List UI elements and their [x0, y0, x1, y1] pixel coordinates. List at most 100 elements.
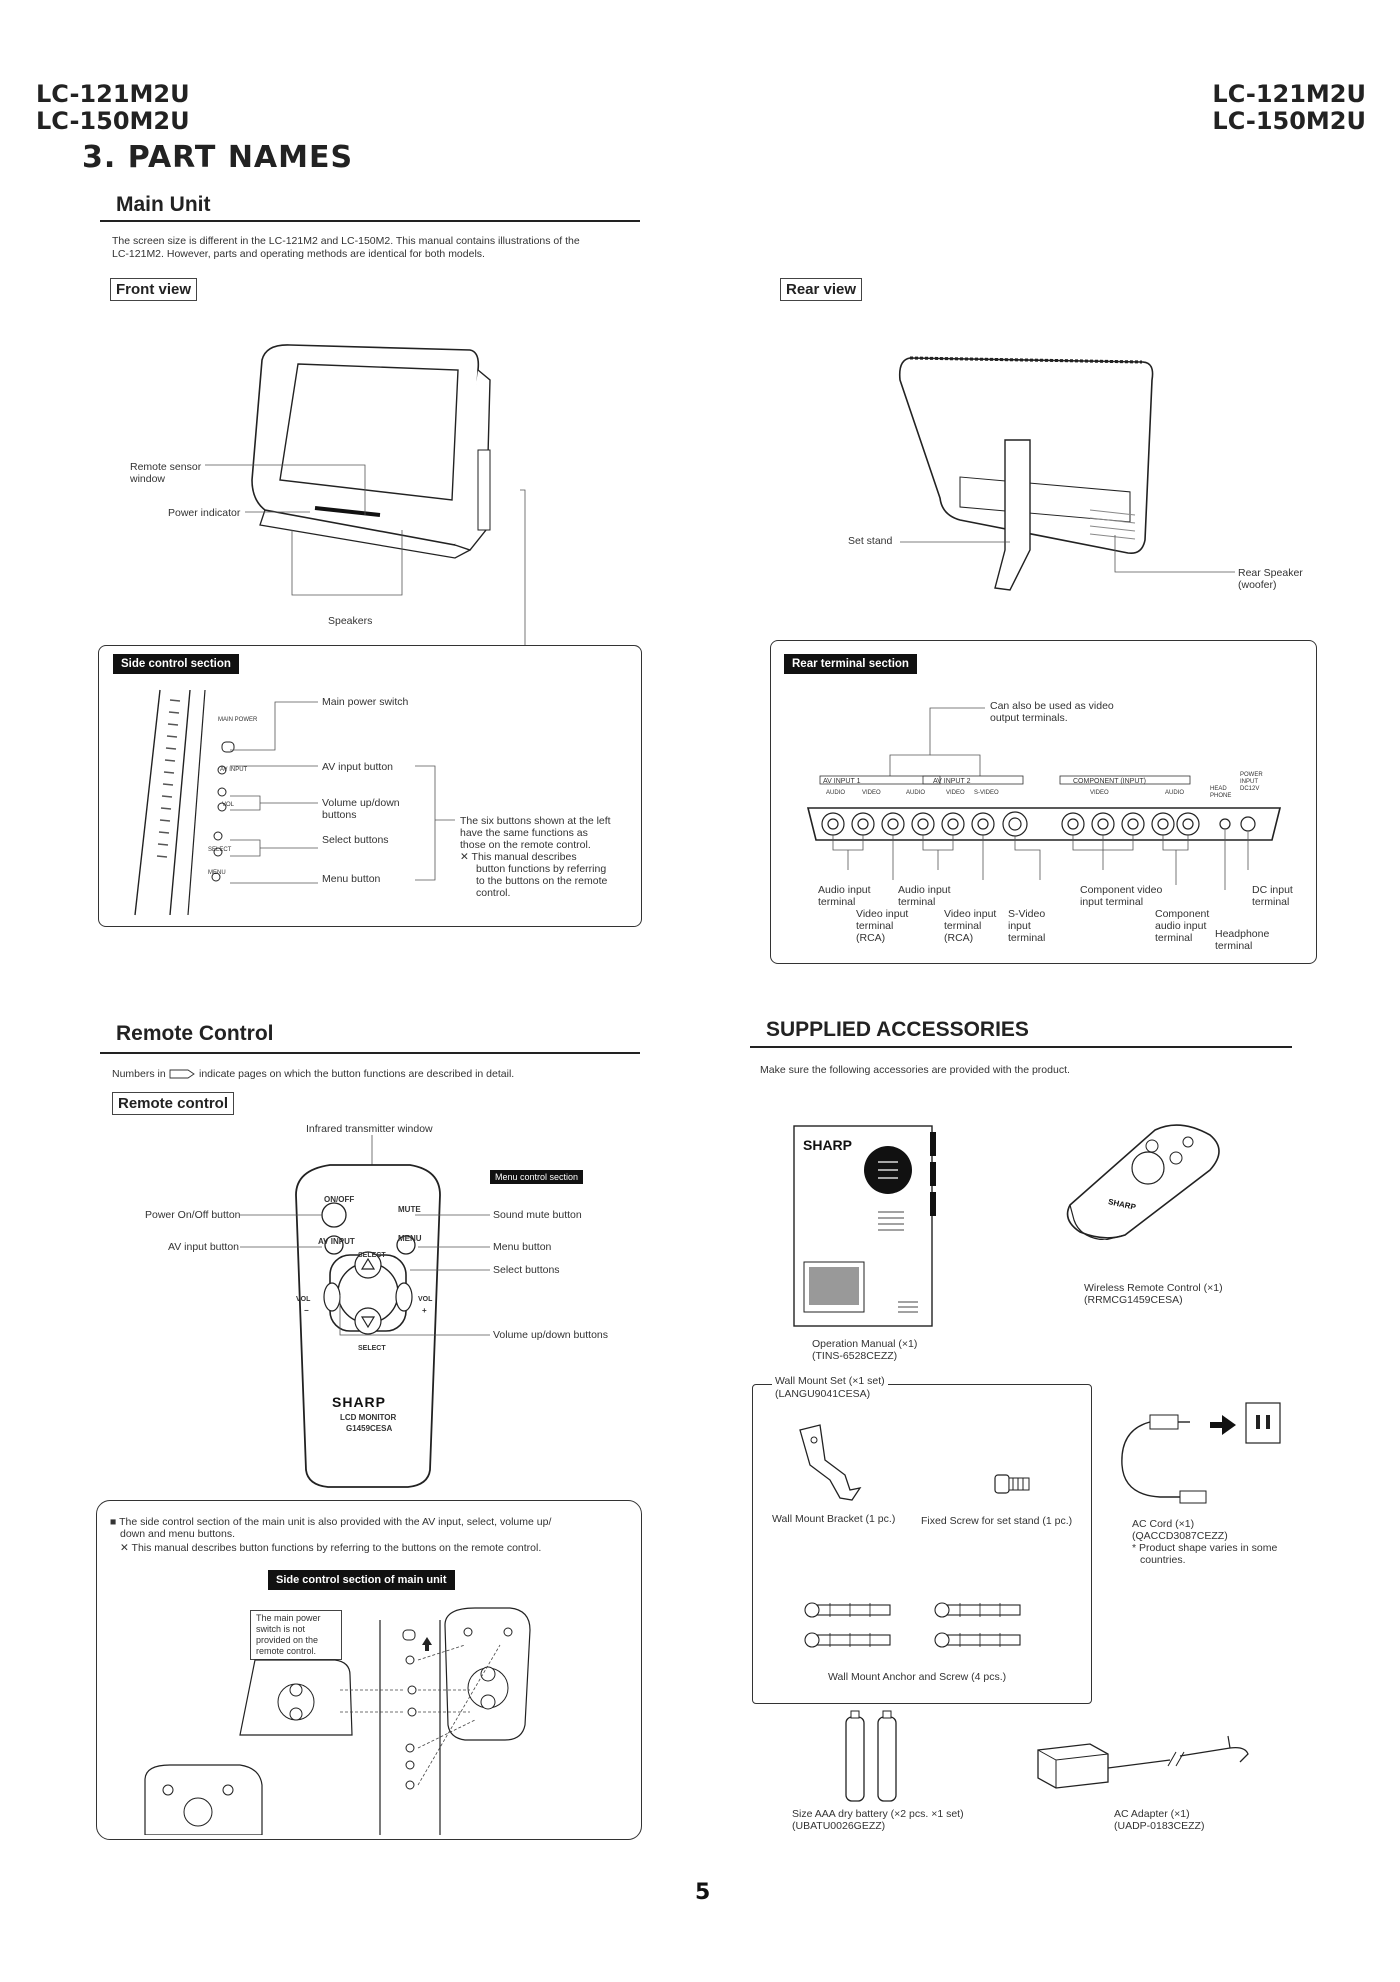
- remote-key-select-top: SELECT: [358, 1252, 386, 1259]
- remote-key-plus: +: [422, 1306, 427, 1315]
- sub-label-component-video: VIDEO: [1090, 790, 1109, 796]
- model-number-left-2: LC-150M2U: [36, 107, 190, 135]
- terminal-strip-illustration: [806, 707, 1282, 890]
- side-control-main-unit-label: Side control section of main unit: [268, 1570, 455, 1590]
- sound-mute-label: Sound mute button: [493, 1209, 582, 1221]
- audio-input-terminal-1b: terminal: [818, 896, 856, 908]
- ac-cord-label-3: * Product shape varies in some: [1132, 1542, 1278, 1554]
- callout-line-4: remote control.: [256, 1646, 317, 1656]
- operation-manual-label-2: (TINS-6528CEZZ): [812, 1350, 898, 1362]
- sub-label-video-2: VIDEO: [946, 790, 965, 796]
- wall-mount-set-label-1: Wall Mount Set (×1 set): [772, 1375, 888, 1388]
- component-audio-terminal: Component: [1155, 908, 1210, 920]
- remote-key-minus: −: [304, 1306, 309, 1315]
- sub-label-component-audio: AUDIO: [1165, 790, 1185, 796]
- menu-button-label: Menu button: [322, 873, 381, 885]
- audio-input-terminal-2: Audio input: [898, 884, 951, 896]
- ac-cord-label-4: countries.: [1140, 1554, 1186, 1566]
- intro-line-1: The screen size is different in the LC-1…: [112, 235, 580, 247]
- side-note-1: The six buttons shown at the left: [460, 815, 611, 827]
- remote-key-vol-left: VOL: [296, 1296, 311, 1303]
- power-indicator-label: Power indicator: [168, 507, 241, 519]
- front-view-label: Front view: [110, 278, 198, 301]
- operation-manual-label-1: Operation Manual (×1): [812, 1338, 918, 1350]
- rear-terminal-label: Rear terminal section: [784, 654, 917, 674]
- volume-buttons-label-1: Volume up/down: [322, 797, 400, 809]
- page-ref-arrow-icon: [169, 1069, 195, 1079]
- remote-sensor-label-2: window: [130, 473, 166, 485]
- video-input-rca-2: Video input: [944, 908, 997, 920]
- group-label-av2: AV INPUT 2: [933, 778, 971, 785]
- rear-speaker-label-2: (woofer): [1238, 579, 1277, 591]
- ac-cord-illustration: [1121, 1402, 1281, 1504]
- wireless-remote-label-2: (RRMCG1459CESA): [1084, 1294, 1183, 1306]
- sub-label-power-input: POWER INPUT DC12V: [1240, 772, 1263, 792]
- model-number-right-2: LC-150M2U: [1212, 107, 1366, 135]
- ac-adapter-illustration: [1037, 1735, 1249, 1789]
- monitor-rear-illustration: [898, 356, 1154, 591]
- fixed-screw-label: Fixed Screw for set stand (1 pc.): [921, 1515, 1073, 1527]
- sub-label-audio-1: AUDIO: [826, 790, 846, 796]
- panel-menu-text: MENU: [208, 870, 226, 876]
- heading-rule: [100, 1052, 640, 1054]
- side-note-line-3: ✕ This manual describes button functions…: [120, 1542, 542, 1554]
- panel-vol-text: VOL: [222, 802, 235, 808]
- battery-label-1: Size AAA dry battery (×2 pcs. ×1 set): [792, 1808, 964, 1820]
- remote-key-mute: MUTE: [398, 1205, 421, 1214]
- numbers-note-a: Numbers in: [112, 1068, 166, 1080]
- remote-key-av-input: AV INPUT: [318, 1237, 355, 1246]
- front-callout-lines: [205, 464, 526, 645]
- remote-menu-label: Menu button: [493, 1241, 552, 1253]
- remote-av-input-label: AV input button: [168, 1241, 240, 1253]
- remote-volume-label: Volume up/down buttons: [493, 1329, 608, 1341]
- svideo-terminal-c: terminal: [1008, 932, 1046, 944]
- volume-buttons-label-2: buttons: [322, 809, 357, 821]
- model-number-right-1: LC-121M2U: [1212, 80, 1366, 108]
- menu-control-section-label: Menu control section: [490, 1170, 584, 1184]
- power-on-off-label: Power On/Off button: [145, 1209, 241, 1221]
- side-control-label: Side control section: [113, 654, 239, 674]
- rear-speaker-label-1: Rear Speaker: [1238, 567, 1303, 579]
- side-note-7: control.: [476, 887, 511, 899]
- intro-line-2: LC-121M2. However, parts and operating m…: [112, 248, 485, 260]
- av-input-button-label: AV input button: [322, 761, 394, 773]
- set-stand-label: Set stand: [848, 535, 893, 547]
- side-note-panel: [96, 1500, 642, 1840]
- remote-callout-lines: [240, 1214, 490, 1336]
- remote-select-label: Select buttons: [493, 1264, 560, 1276]
- wall-mount-set-label-2: (LANGU9041CESA): [772, 1388, 874, 1401]
- side-note-5: button functions by referring: [476, 863, 607, 875]
- wall-mount-set-box: [752, 1384, 1092, 1704]
- heading-rule: [100, 220, 640, 222]
- rear-callout-lines: [900, 535, 1235, 573]
- bracket-label: Wall Mount Bracket (1 pc.): [772, 1513, 896, 1525]
- panel-main-power-text: MAIN POWER: [218, 717, 258, 723]
- aaa-battery-illustration: [845, 1710, 897, 1802]
- callout-line-3: provided on the: [256, 1635, 319, 1645]
- sub-label-audio-2: AUDIO: [906, 790, 926, 796]
- svideo-terminal: S-Video: [1008, 908, 1046, 920]
- ac-adapter-label-1: AC Adapter (×1): [1114, 1808, 1190, 1820]
- battery-label-2: (UBATU0026GEZZ): [792, 1820, 886, 1832]
- side-note-line-2: down and menu buttons.: [120, 1528, 235, 1540]
- side-note-4: ✕ This manual describes: [460, 851, 577, 863]
- sub-label-video-1: VIDEO: [862, 790, 881, 796]
- panel-av-input-text: AV INPUT: [220, 767, 248, 773]
- speakers-label: Speakers: [328, 615, 373, 627]
- wireless-remote-label-1: Wireless Remote Control (×1): [1084, 1282, 1223, 1294]
- remote-key-menu: MENU: [398, 1234, 422, 1243]
- panel-select-text: SELECT: [208, 847, 232, 853]
- remote-control-label: Remote control: [112, 1092, 235, 1115]
- ac-adapter-label-2: (UADP-0183CEZZ): [1114, 1820, 1205, 1832]
- ac-cord-label-2: (QACCD3087CEZZ): [1132, 1530, 1228, 1542]
- dc-input-terminal: DC input: [1252, 884, 1293, 896]
- audio-input-terminal-1: Audio input: [818, 884, 871, 896]
- remote-key-vol-right: VOL: [418, 1296, 433, 1303]
- wall-mount-parts-illustration: [799, 1424, 1030, 1648]
- remote-sensor-label-1: Remote sensor: [130, 461, 202, 473]
- video-input-rca-1b: terminal: [856, 920, 894, 932]
- sub-label-headphone: HEAD PHONE: [1210, 786, 1232, 799]
- video-input-rca-2b: terminal: [944, 920, 982, 932]
- remote-key-on-off: ON/OFF: [324, 1195, 355, 1204]
- accessories-intro: Make sure the following accessories are …: [760, 1064, 1070, 1076]
